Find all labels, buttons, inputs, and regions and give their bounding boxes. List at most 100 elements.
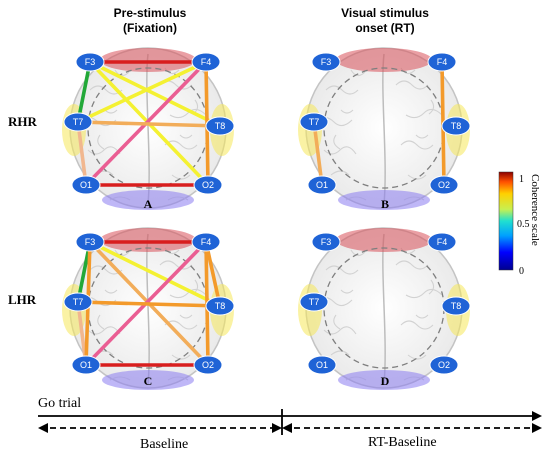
electrode-marker xyxy=(205,296,235,316)
electrode-label: O1 xyxy=(80,360,92,370)
electrode-label: O2 xyxy=(202,180,214,190)
electrode-label: T8 xyxy=(451,121,462,131)
electrode-f4: F4 xyxy=(427,52,457,72)
electrode-o2: O2 xyxy=(193,355,223,375)
electrode-label: O2 xyxy=(438,180,450,190)
electrode-marker xyxy=(441,296,471,316)
electrode-marker xyxy=(63,112,93,132)
electrode-marker xyxy=(191,52,221,72)
electrode-marker xyxy=(75,232,105,252)
electrode-label: T7 xyxy=(309,297,320,307)
electrode-label: F3 xyxy=(85,237,96,247)
electrode-f4: F4 xyxy=(427,232,457,252)
baseline-label: Baseline xyxy=(140,437,188,452)
electrode-o1: O1 xyxy=(307,175,337,195)
electrode-marker xyxy=(427,52,457,72)
connection-t7-t8 xyxy=(76,120,222,128)
column-title-visual-line2: onset (RT) xyxy=(355,21,414,35)
connection-f3-t7 xyxy=(76,60,92,124)
electrode-label: F3 xyxy=(85,57,96,67)
electrode-label: F4 xyxy=(201,237,212,247)
column-title-pre-stimulus-line1: Pre-stimulus xyxy=(114,6,187,20)
electrode-t8: T8 xyxy=(205,116,235,136)
electrode-marker xyxy=(299,292,329,312)
electrode-t7: T7 xyxy=(63,112,93,132)
rt-baseline-label: RT-Baseline xyxy=(368,435,437,450)
electrode-t7: T7 xyxy=(299,292,329,312)
brain-gyri xyxy=(315,247,443,381)
occipital-region xyxy=(102,370,194,390)
electrode-t7: T7 xyxy=(63,292,93,312)
electrode-marker xyxy=(441,116,471,136)
electrode-marker xyxy=(71,175,101,195)
electrode-marker xyxy=(307,355,337,375)
electrode-t8: T8 xyxy=(441,296,471,316)
electrode-marker xyxy=(71,355,101,375)
row-label-rhr: RHR xyxy=(8,114,38,129)
electrode-marker xyxy=(193,355,223,375)
electrode-o1: O1 xyxy=(71,175,101,195)
electrode-label: O1 xyxy=(80,180,92,190)
electrode-f3: F3 xyxy=(75,232,105,252)
electrode-marker xyxy=(311,232,341,252)
electrode-label: T8 xyxy=(215,301,226,311)
electrode-t8: T8 xyxy=(441,116,471,136)
electrode-marker xyxy=(205,116,235,136)
electrode-label: F4 xyxy=(201,57,212,67)
electrode-o2: O2 xyxy=(429,175,459,195)
panel-letter-d: D xyxy=(381,374,390,388)
electrode-o1: O1 xyxy=(307,355,337,375)
frontal-region xyxy=(100,228,196,252)
electrode-t7: T7 xyxy=(299,112,329,132)
connection-t7-t8 xyxy=(76,300,222,308)
connection-f4-t8 xyxy=(204,240,222,308)
colorbar-tick-0-5: 0.5 xyxy=(517,219,530,230)
electrode-marker xyxy=(63,292,93,312)
panel-letter-c: C xyxy=(144,374,153,388)
panel-letter-a: A xyxy=(144,197,153,211)
electrode-label: T8 xyxy=(451,301,462,311)
connection-f3-t8 xyxy=(88,60,222,128)
column-title-visual-line1: Visual stimulus xyxy=(341,6,429,20)
occipital-region xyxy=(338,370,430,390)
electrode-label: F4 xyxy=(437,57,448,67)
connection-t7-o1 xyxy=(76,120,88,187)
colorbar-tick-0: 0 xyxy=(519,266,524,277)
electrode-o1: O1 xyxy=(71,355,101,375)
electrode-label: F3 xyxy=(321,57,332,67)
electrode-marker xyxy=(75,52,105,72)
electrode-label: F3 xyxy=(321,237,332,247)
electrode-marker xyxy=(191,232,221,252)
connection-t7-o1 xyxy=(312,120,324,187)
electrode-label: T7 xyxy=(73,297,84,307)
frontal-region xyxy=(100,48,196,72)
electrode-o2: O2 xyxy=(193,175,223,195)
electrode-marker xyxy=(429,175,459,195)
go-trial-label: Go trial xyxy=(38,396,81,411)
column-title-pre-stimulus-line2: (Fixation) xyxy=(123,21,177,35)
electrode-label: T7 xyxy=(73,117,84,127)
electrode-marker xyxy=(193,175,223,195)
electrode-label: O1 xyxy=(316,180,328,190)
electrode-o2: O2 xyxy=(429,355,459,375)
electrode-f4: F4 xyxy=(191,52,221,72)
electrode-t8: T8 xyxy=(205,296,235,316)
electrode-marker xyxy=(307,175,337,195)
electrode-marker xyxy=(299,112,329,132)
electrode-marker xyxy=(311,52,341,72)
panel-letter-b: B xyxy=(381,197,389,211)
occipital-region xyxy=(102,190,194,210)
colorbar-title: Coherence scale xyxy=(529,174,541,246)
electrode-label: O1 xyxy=(316,360,328,370)
electrode-f3: F3 xyxy=(311,52,341,72)
electrode-marker xyxy=(427,232,457,252)
electrode-f4: F4 xyxy=(191,232,221,252)
row-label-lhr: LHR xyxy=(8,292,37,307)
frontal-region xyxy=(336,228,432,252)
colorbar-tick-1: 1 xyxy=(519,174,524,185)
connection-f3-t8 xyxy=(88,240,222,308)
electrode-label: T7 xyxy=(309,117,320,127)
